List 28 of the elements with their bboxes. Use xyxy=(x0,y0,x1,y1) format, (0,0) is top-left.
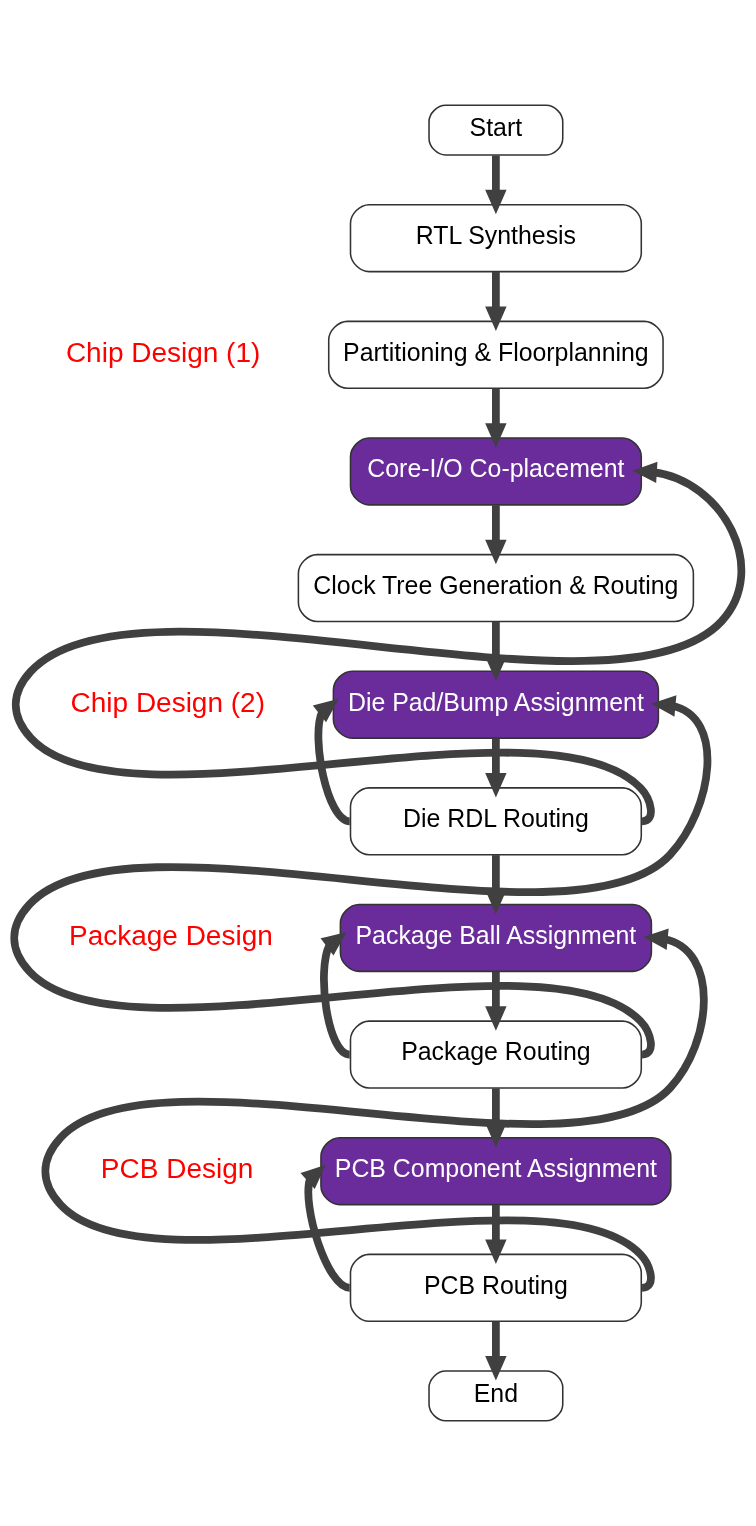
label: Package Design xyxy=(68,919,273,951)
arrow xyxy=(485,155,507,215)
label: Chip Design (1) xyxy=(65,336,261,368)
arrow xyxy=(485,1321,507,1381)
arrow xyxy=(41,928,708,1291)
arrow xyxy=(485,1088,507,1148)
node-box: PCB Component Assignment xyxy=(320,1137,672,1206)
arrow xyxy=(485,388,507,448)
arrow xyxy=(485,971,507,1031)
label: Chip Design (2) xyxy=(70,686,265,718)
node-box: Die RDL Routing xyxy=(349,787,643,856)
arrow xyxy=(485,738,507,798)
node-box: End xyxy=(428,1370,564,1422)
node-box: Package Routing xyxy=(349,1020,643,1089)
node-box: Start xyxy=(428,104,564,156)
arrow xyxy=(485,1204,507,1265)
node-box: PCB Routing xyxy=(349,1253,643,1323)
arrow xyxy=(485,271,507,332)
node-box: Package Ball Assignment xyxy=(339,903,653,973)
arrow xyxy=(12,461,745,824)
arrow xyxy=(485,505,507,565)
node-box: Partitioning & Floorplanning xyxy=(327,320,664,389)
node-box: RTL Synthesis xyxy=(349,203,643,273)
node-box: Die Pad/Bump Assignment xyxy=(332,670,660,739)
node-box: Clock Tree Generation & Routing xyxy=(297,553,695,623)
arrow xyxy=(11,695,712,1057)
label: PCB Design xyxy=(100,1153,254,1185)
node-box: Core-I/O Co-placement xyxy=(349,437,643,506)
